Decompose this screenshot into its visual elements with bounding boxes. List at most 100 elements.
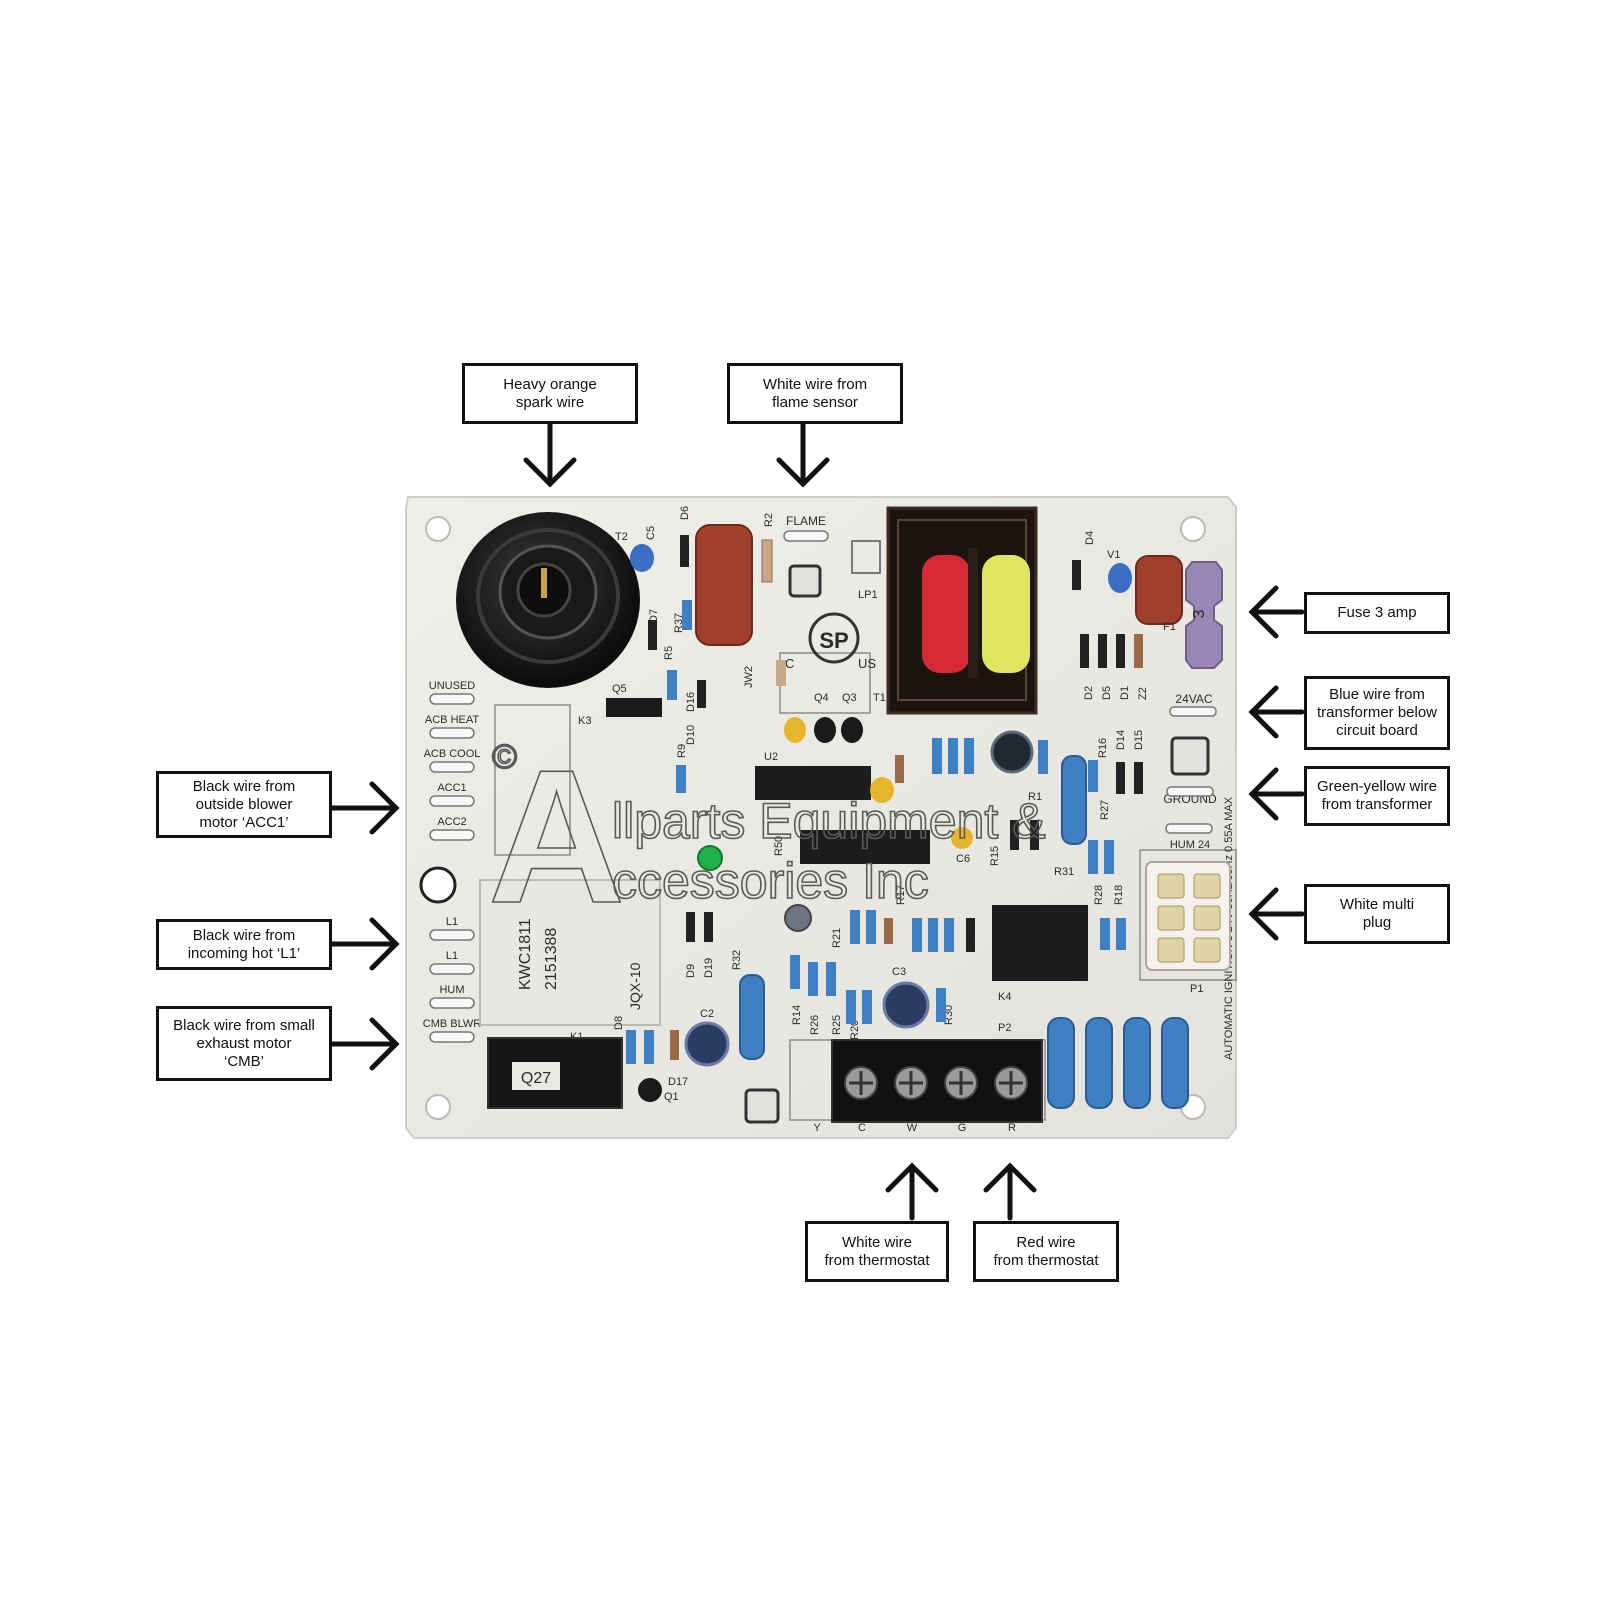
resistor-r5 (667, 670, 677, 700)
resistor-i (866, 910, 876, 944)
screw-terminal-g[interactable] (944, 1066, 978, 1100)
spade-terminal-acc1[interactable] (429, 795, 475, 807)
power-resistor (1061, 755, 1087, 845)
resistor-a (932, 738, 942, 774)
screw-terminal-w[interactable] (894, 1066, 928, 1100)
label-t2: T2 (615, 531, 628, 543)
silkscreen-lp1 (851, 540, 881, 574)
mounting-hole (425, 1094, 451, 1120)
label-c6: C6 (956, 853, 970, 865)
terminal-label-acc2: ACC2 (437, 816, 466, 828)
diode-d4 (1072, 560, 1081, 590)
middle-components: R9 U2 R50 C1 R1 R27 R31 R15 C6 R28 R18 R… (676, 730, 1126, 1040)
arrow-flame (776, 419, 830, 488)
spade-terminal-l1-b[interactable] (429, 963, 475, 975)
relay-label-num: 2151388 (543, 928, 560, 990)
resistor-p (626, 1030, 636, 1064)
white-multi-plug-p1[interactable] (1145, 861, 1231, 971)
connector-q27-label-bg (512, 1062, 560, 1090)
mounting-hole (1180, 516, 1206, 542)
spade-terminal-unused[interactable] (429, 693, 475, 705)
csa-c-mark: C (785, 656, 794, 671)
label-r16: R16 (1097, 738, 1109, 758)
diode-d2 (1080, 634, 1089, 668)
label-lp1: LP1 (858, 589, 878, 601)
flame-sensor-terminal[interactable] (783, 530, 829, 542)
diode-d17 (670, 1030, 679, 1060)
capacitor-c3 (882, 981, 930, 1029)
diode-d19 (704, 912, 713, 942)
relay-label-jqx: JQX-10 (627, 962, 643, 1010)
label-r1: R1 (1028, 791, 1042, 803)
screw-terminal-c[interactable] (844, 1066, 878, 1100)
vac-label: 24VAC (1175, 692, 1212, 706)
arrow-green (1248, 767, 1305, 821)
label-r25: R25 (831, 1015, 843, 1035)
label-d9: D9 (685, 964, 697, 978)
watermark: © A llparts Equipment & ccessories Inc (487, 730, 1046, 944)
resistor-o (862, 990, 872, 1024)
spade-terminal-l1-a[interactable] (429, 929, 475, 941)
arrow-multi (1248, 887, 1305, 941)
zener-z2 (1134, 634, 1143, 668)
resistor-h (850, 910, 860, 944)
callout-acc1-wire: Black wire from outside blower motor ‘AC… (156, 771, 332, 838)
transformer-secondary-coil (982, 555, 1030, 673)
spade-terminal-cmb-blwr[interactable] (429, 1031, 475, 1043)
callout-l1-wire: Black wire from incoming hot ‘L1’ (156, 919, 332, 970)
spade-terminal-hum[interactable] (429, 997, 475, 1009)
fuse-3-amp[interactable] (1185, 561, 1223, 669)
label-p2: P2 (998, 1022, 1011, 1034)
terminal-label-acc1: ACC1 (437, 782, 466, 794)
label-q5: Q5 (612, 683, 627, 695)
silkscreen-outline-p1 (1139, 849, 1237, 981)
resistor-r18 (1116, 918, 1126, 950)
transistor-q4 (814, 717, 836, 743)
hum-24-terminal[interactable] (1165, 823, 1213, 834)
blue-wire-terminal[interactable] (1169, 706, 1217, 717)
label-q3: Q3 (842, 692, 857, 704)
arrow-cmb (329, 1017, 400, 1071)
callout-green-yellow-wire: Green-yellow wire from transformer (1304, 766, 1450, 826)
terminal-letter-c: C (858, 1122, 866, 1134)
capacitor-x2 (695, 524, 753, 646)
capacitor-x1 (1135, 555, 1183, 625)
label-z2: Z2 (1137, 687, 1149, 700)
capacitor-c-yellow (870, 777, 894, 803)
spade-terminal-acc2[interactable] (429, 829, 475, 841)
top-right-components: D4 V1 F1 3 D2 D5 D1 Z2 24VAC D14 D15 R16… (1072, 531, 1235, 1060)
resistor-b (948, 738, 958, 774)
terminal-label-l1-a: L1 (446, 916, 458, 928)
lower-left-components: K4 KWC1811 2151388 JQX-10 K1 D9 D19 R32 … (479, 879, 780, 1124)
label-c5: C5 (645, 526, 657, 540)
label-d2: D2 (1083, 686, 1095, 700)
label-r37: R37 (673, 613, 685, 633)
spade-terminal-acb-heat[interactable] (429, 727, 475, 739)
label-d16: D16 (685, 692, 697, 712)
csa-us-mark: US (858, 656, 876, 671)
spark-terminal-pin[interactable] (541, 568, 547, 598)
ground-terminal[interactable] (1166, 786, 1214, 797)
label-r32: R32 (731, 950, 743, 970)
label-d8: D8 (613, 1016, 625, 1030)
label-k4-right: K4 (998, 991, 1011, 1003)
ic-u2 (755, 766, 871, 800)
screw-terminal-r[interactable] (994, 1066, 1028, 1100)
test-pad (788, 564, 822, 598)
diode-d16 (697, 680, 706, 708)
label-r2: R2 (763, 513, 775, 527)
power-transformer-t1 (886, 506, 1038, 715)
arrow-blue (1248, 685, 1305, 739)
label-d7: D7 (648, 609, 660, 623)
label-d4: D4 (1084, 531, 1096, 545)
capacitor-c6 (951, 827, 973, 849)
label-r14: R14 (791, 1005, 803, 1025)
spade-terminal-acb-cool[interactable] (429, 761, 475, 773)
resistor-l (928, 918, 938, 952)
resistor-r14 (790, 955, 800, 989)
callout-flame-sensor: White wire from flame sensor (727, 363, 903, 424)
label-v1: V1 (1107, 549, 1120, 561)
relay-k1 (479, 879, 661, 1026)
label-f1: F1 (1163, 621, 1176, 633)
diode-d1 (1116, 634, 1125, 668)
